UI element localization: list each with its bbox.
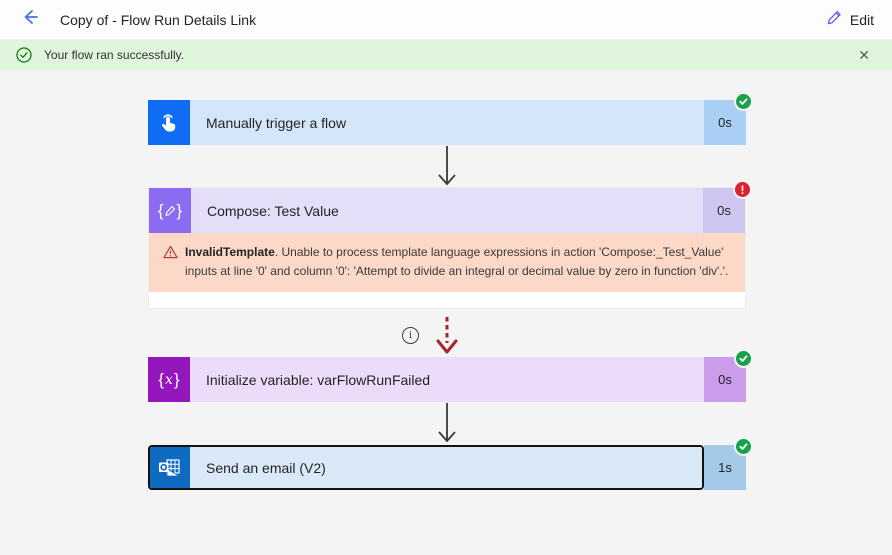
circle-check-icon [16, 47, 32, 63]
success-badge [734, 349, 753, 368]
run-after-failed-arrow [436, 317, 458, 354]
success-badge [734, 437, 753, 456]
step-send-email[interactable]: Send an email (V2) 1s [148, 437, 753, 490]
edit-button[interactable]: Edit [826, 9, 874, 31]
card-footer [149, 292, 745, 309]
arrow-left-icon [20, 7, 40, 32]
error-code: InvalidTemplate [185, 245, 275, 259]
edit-button-label: Edit [849, 11, 874, 28]
success-banner: Your flow ran successfully. ✕ [0, 40, 892, 70]
step-compose-test-value[interactable]: {} Compose: Test Value 0s ! InvalidTempl… [148, 180, 752, 310]
connector-arrow [438, 403, 456, 443]
error-detail: . Unable to process template language ex… [185, 245, 729, 278]
step-label: Send an email (V2) [206, 459, 326, 476]
hand-tap-icon [148, 100, 190, 145]
banner-message: Your flow ran successfully. [44, 48, 185, 62]
step-label: Compose: Test Value [207, 202, 339, 219]
page-title: Copy of - Flow Run Details Link [60, 11, 257, 28]
variable-braces-x-icon: {x} [148, 357, 190, 402]
step-duration: 0s [704, 357, 746, 402]
error-badge: ! [733, 180, 752, 199]
error-message-box: InvalidTemplate. Unable to process templ… [149, 233, 745, 293]
flow-canvas: Manually trigger a flow 0s {} Compose: T… [0, 70, 892, 555]
warning-triangle-icon [163, 243, 185, 280]
error-message-text: InvalidTemplate. Unable to process templ… [185, 243, 731, 280]
step-manually-trigger-flow[interactable]: Manually trigger a flow 0s [148, 92, 753, 145]
pencil-icon [826, 9, 843, 31]
selected-step-card[interactable]: Send an email (V2) [148, 445, 704, 490]
outlook-icon [150, 447, 190, 488]
connector-arrow [438, 146, 456, 186]
info-icon[interactable]: i [402, 327, 419, 344]
step-label: Manually trigger a flow [206, 114, 347, 131]
success-badge [734, 92, 753, 111]
step-initialize-variable[interactable]: {x} Initialize variable: varFlowRunFaile… [148, 349, 753, 402]
step-label: Initialize variable: varFlowRunFailed [206, 371, 431, 388]
back-button[interactable] [18, 8, 42, 32]
close-icon[interactable]: ✕ [858, 46, 870, 63]
header-bar: Copy of - Flow Run Details Link Edit [0, 0, 892, 40]
compose-braces-pencil-icon: {} [149, 188, 191, 233]
